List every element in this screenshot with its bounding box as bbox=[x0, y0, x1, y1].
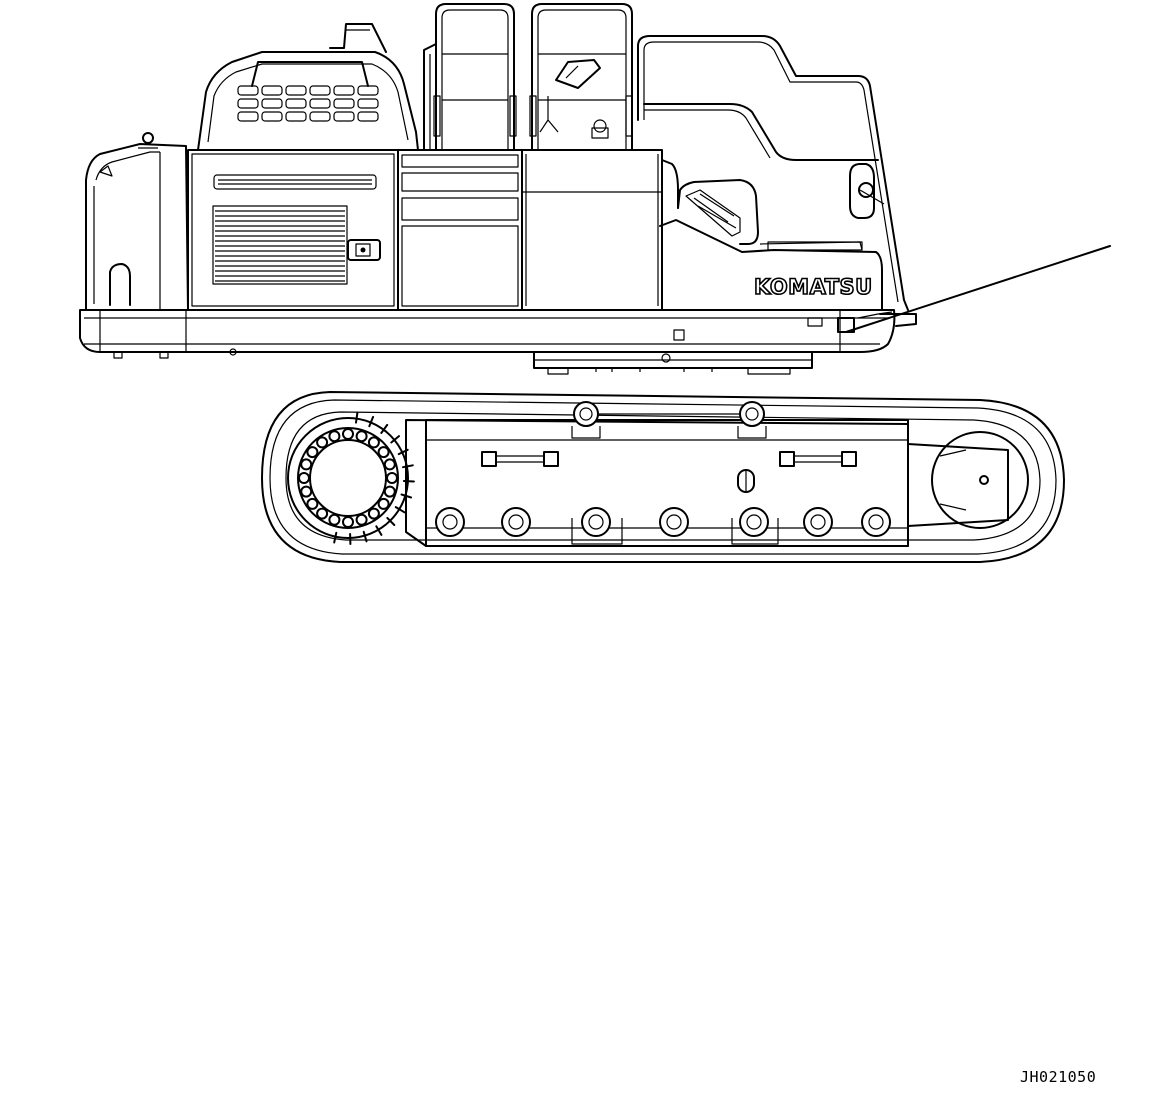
carrier-rollers bbox=[571, 401, 767, 439]
sprocket-bolt bbox=[377, 446, 390, 459]
fuel-cap bbox=[593, 119, 607, 133]
sprocket-bolt bbox=[300, 485, 313, 498]
drawing-code: JH021050 bbox=[1020, 1068, 1097, 1086]
hood-vent-grid bbox=[237, 85, 379, 122]
tank-panel bbox=[521, 149, 663, 311]
sprocket-tooth bbox=[397, 448, 409, 456]
sprocket-bolt bbox=[328, 513, 341, 526]
track-rollers bbox=[435, 507, 891, 545]
engine-hood bbox=[138, 23, 419, 151]
sprocket-bolt bbox=[342, 516, 354, 528]
sprocket-bolt bbox=[383, 485, 396, 498]
track-outer bbox=[261, 391, 1065, 563]
front-idler bbox=[931, 431, 1029, 529]
sprocket-bolt bbox=[300, 458, 313, 471]
drive-sprocket bbox=[287, 411, 415, 545]
swing-circle bbox=[533, 351, 813, 375]
leader-line bbox=[845, 245, 1111, 333]
sprocket-bolt bbox=[298, 472, 310, 484]
sprocket-tooth bbox=[368, 415, 375, 428]
sprocket-bolts bbox=[298, 428, 398, 528]
lifting-eye bbox=[142, 132, 154, 144]
sprocket-bolt bbox=[367, 436, 380, 449]
upper-structure: KOMATSU bbox=[79, 3, 1111, 359]
center-panel bbox=[397, 149, 523, 311]
sprocket-tooth bbox=[355, 411, 359, 424]
sprocket-tooth bbox=[400, 493, 413, 499]
side-mirror bbox=[849, 163, 875, 219]
sprocket-bolt bbox=[306, 497, 319, 510]
sprocket-tooth bbox=[333, 531, 338, 544]
sprocket-tooth bbox=[394, 506, 406, 514]
sprocket-bolt bbox=[355, 430, 368, 443]
top-grille bbox=[213, 174, 377, 190]
machine-housing bbox=[187, 149, 679, 311]
sprocket-tooth bbox=[386, 516, 396, 526]
handrails bbox=[423, 3, 633, 151]
counterweight bbox=[85, 143, 189, 311]
sprocket-bolt bbox=[383, 458, 396, 471]
track-frame bbox=[405, 419, 1009, 547]
sprocket-bolt bbox=[377, 497, 390, 510]
rear-mirror bbox=[555, 59, 601, 89]
step-cover: KOMATSU bbox=[659, 179, 883, 311]
sprocket-bolt bbox=[328, 430, 341, 443]
brand-logo: KOMATSU bbox=[754, 275, 873, 299]
sprocket-bolt bbox=[342, 428, 354, 440]
sprocket-tooth bbox=[402, 480, 415, 483]
side-grille bbox=[212, 205, 348, 285]
door-lock bbox=[347, 239, 381, 261]
sprocket-tooth bbox=[390, 435, 400, 444]
cab-guard bbox=[637, 35, 909, 311]
sprocket-tooth bbox=[375, 525, 383, 536]
revolving-frame bbox=[79, 309, 917, 359]
sprocket-bolt bbox=[316, 507, 329, 520]
sprocket-tooth bbox=[380, 423, 389, 434]
sprocket-bolt bbox=[355, 513, 368, 526]
sprocket-bolt bbox=[306, 446, 319, 459]
sprocket-tooth bbox=[362, 530, 368, 543]
sprocket-tooth bbox=[402, 464, 414, 469]
exhaust-stack bbox=[329, 23, 387, 53]
sprocket-bolt bbox=[386, 472, 398, 484]
sprocket-bolt bbox=[316, 436, 329, 449]
sprocket-teeth bbox=[333, 411, 415, 545]
undercarriage bbox=[261, 391, 1065, 563]
sprocket-bolt bbox=[367, 507, 380, 520]
